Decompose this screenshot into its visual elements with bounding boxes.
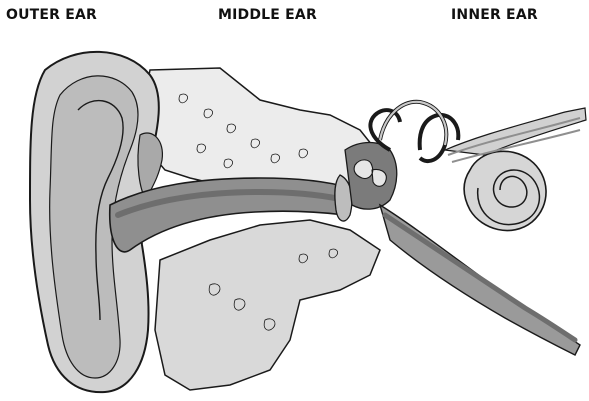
cochlea [464,151,546,230]
eustachian-tube-lining [385,215,575,340]
lower-bone-region [155,220,380,390]
